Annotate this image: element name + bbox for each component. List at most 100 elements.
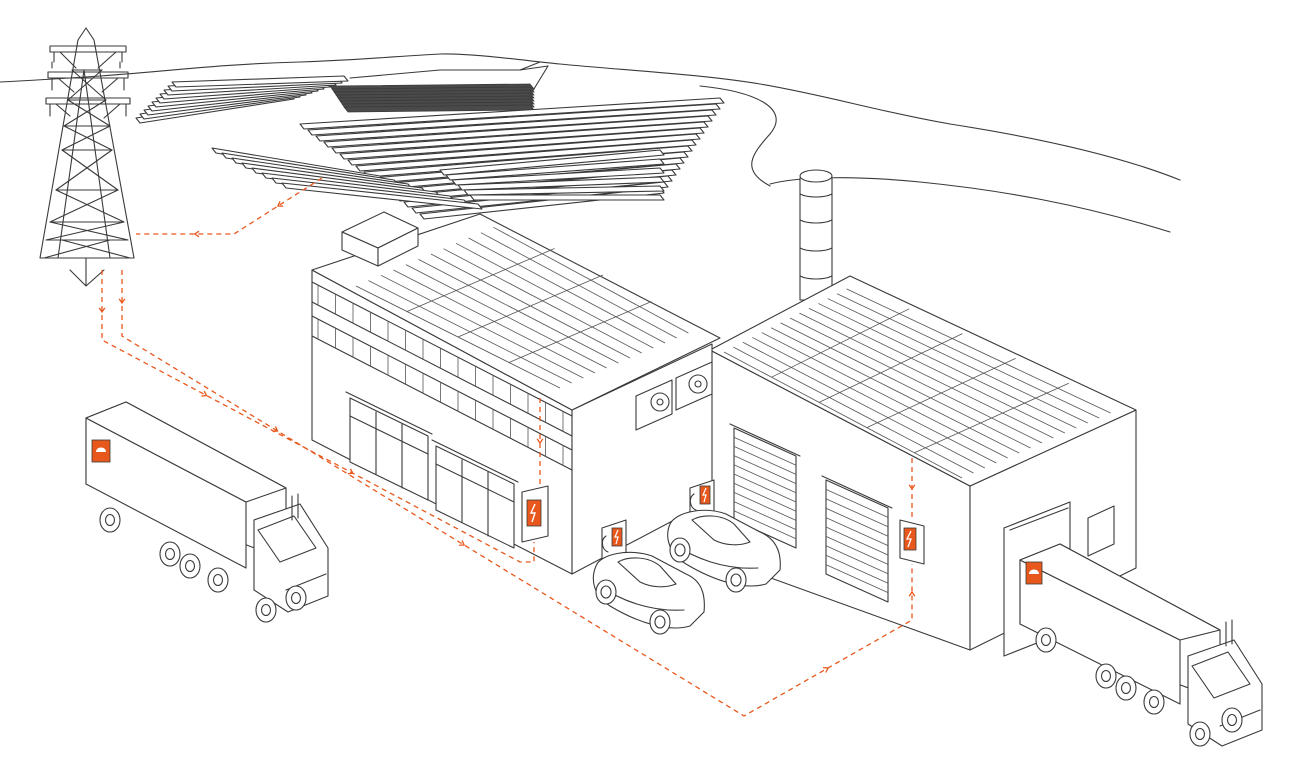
truck-wheel [179, 553, 201, 579]
door-slat [733, 501, 797, 530]
chevron-arrow-icon [201, 390, 208, 397]
door-slat [825, 517, 889, 546]
garage-door-2 [821, 475, 893, 603]
wall-charger-office [521, 485, 549, 543]
door-slat [825, 536, 889, 565]
cloud-icon [96, 447, 106, 452]
chevron-arrow-icon [347, 468, 354, 475]
door-slat [825, 545, 889, 575]
chevron-arrow-icon [822, 666, 829, 673]
solar-panel-row [355, 139, 697, 172]
wheel-hub [212, 573, 224, 587]
roof-panel-line [780, 322, 1031, 449]
office-building [311, 211, 721, 575]
chevron-arrow-icon [536, 438, 544, 445]
window-band-line [311, 301, 573, 437]
truck-wheel [255, 597, 277, 623]
chevron-arrow-icon [908, 590, 916, 597]
electric-truck-right [1019, 543, 1263, 747]
wall-charger-warehouse [899, 519, 925, 565]
door-slat [825, 526, 889, 556]
door-slat [733, 492, 797, 521]
truck-wheel [1189, 721, 1211, 747]
window-band-line [311, 315, 573, 451]
roof-panel-line [914, 382, 1069, 454]
solar-panel-row [445, 158, 665, 181]
window-band-line [311, 281, 573, 417]
door-slat [825, 507, 889, 537]
truck-wheel [159, 541, 181, 567]
door-slat [733, 436, 797, 466]
roof-panel-line [789, 317, 1043, 444]
wheel-hub [104, 513, 116, 527]
solar-panel-row [307, 103, 721, 136]
lightning-bolt-icon [905, 530, 912, 548]
roof-panel-line [799, 312, 1054, 439]
roof-panel-line [836, 293, 1100, 419]
window-band-line [311, 335, 573, 471]
roof-panel-line [761, 332, 1008, 459]
roof-panel-line [742, 341, 986, 469]
wheel-hub [260, 603, 272, 617]
garage-door-1 [729, 423, 801, 549]
roof-panel-line [723, 351, 963, 479]
roof-panel-line [771, 308, 910, 378]
chevron-arrow-icon [277, 201, 284, 207]
wheel-hub [1226, 713, 1238, 727]
truck-wheel [1143, 689, 1165, 715]
solar-panel-row [457, 176, 665, 191]
solar-farm [135, 75, 725, 220]
door-slat [733, 482, 797, 512]
lightning-bolt-icon [702, 487, 707, 503]
truck-wheel [207, 567, 229, 593]
roof-panel-line [770, 327, 1020, 454]
solar-panel-row [323, 115, 713, 148]
truck-wheel [99, 507, 121, 533]
truck-wheel [1095, 663, 1117, 689]
roof-panel-line [733, 346, 974, 474]
truck-wheel [1115, 675, 1137, 701]
solar-panel-row [299, 97, 725, 130]
wheel-hub [1194, 727, 1206, 741]
electric-car-2 [667, 509, 781, 593]
roof-panel-line [457, 274, 604, 338]
chimney [799, 169, 833, 301]
roof-panel-line [508, 301, 652, 363]
roof-panel-line [818, 303, 1077, 429]
roof-panel-line [819, 333, 963, 403]
door-slat [825, 554, 889, 584]
solar-panel-row [331, 121, 709, 154]
wheel-hub [1040, 633, 1052, 647]
roof-panel-line [846, 288, 1111, 414]
solar-panel-row [451, 167, 665, 186]
energy-flow-line [121, 270, 913, 717]
door-slat [825, 498, 889, 528]
door-slat [733, 464, 797, 494]
door-slat [733, 473, 797, 503]
chevron-arrow-icon [118, 298, 126, 305]
roof-panel-line [866, 358, 1016, 428]
roof-panel-line [406, 248, 555, 312]
door-slat [733, 510, 797, 540]
truck-wheel [285, 585, 307, 611]
electric-truck-left [85, 401, 329, 623]
solar-panel-row [439, 149, 665, 176]
truck-wheel [1221, 707, 1243, 733]
electric-car-1 [592, 551, 705, 635]
solar-panel-row [469, 194, 665, 201]
door-slat [733, 455, 797, 484]
cloud-icon [1029, 569, 1039, 574]
wheel-hub [184, 559, 196, 573]
energy-flow-lines [98, 177, 916, 717]
transmission-tower [39, 27, 135, 287]
roof-panel-line [827, 298, 1088, 424]
solar-panel-row [281, 182, 483, 210]
chevron-arrow-icon [459, 540, 466, 546]
energy-flow-line [101, 270, 535, 563]
roof-panel-line [808, 307, 1066, 434]
wheel-hub [164, 547, 176, 561]
lightning-bolt-icon [614, 529, 619, 545]
truck-wheel [1035, 627, 1057, 653]
ac-unit [635, 361, 713, 431]
